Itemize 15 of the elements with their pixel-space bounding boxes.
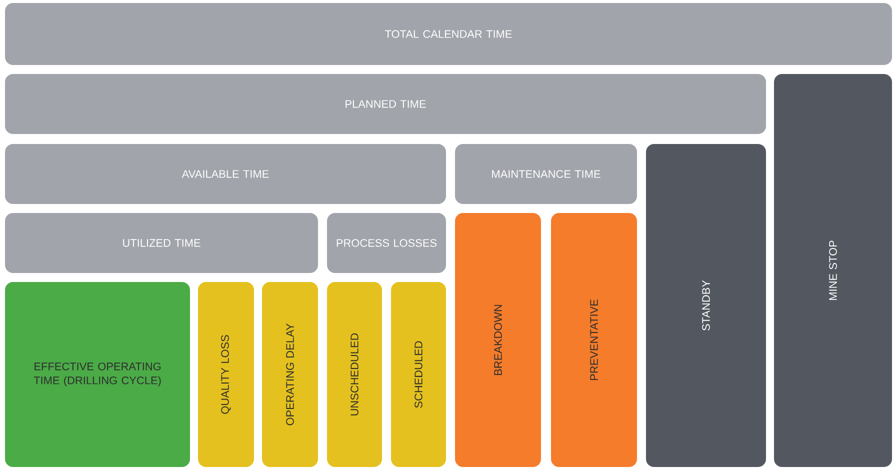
time-category-bar: PLANNED TIME	[5, 74, 766, 134]
time-category-bar: MAINTENANCE TIME	[455, 144, 637, 204]
time-category-bar: AVAILABLE TIME	[5, 144, 446, 204]
time-category-bar: EFFECTIVE OPERATING TIME (DRILLING CYCLE)	[5, 282, 190, 467]
time-category-bar: PREVENTATIVE	[551, 213, 637, 467]
time-category-bar: OPERATING DELAY	[262, 282, 318, 467]
time-category-bar: PROCESS LOSSES	[327, 213, 446, 273]
time-category-bar: SCHEDULED	[391, 282, 446, 467]
time-category-bar: UNSCHEDULED	[327, 282, 382, 467]
time-category-bar: BREAKDOWN	[455, 213, 541, 467]
time-category-bar: UTILIZED TIME	[5, 213, 318, 273]
time-category-bar: TOTAL CALENDAR TIME	[5, 3, 892, 65]
time-category-bar: QUALITY LOSS	[198, 282, 254, 467]
time-category-bar: MINE STOP	[774, 74, 892, 467]
time-category-bar: STANDBY	[646, 144, 766, 467]
